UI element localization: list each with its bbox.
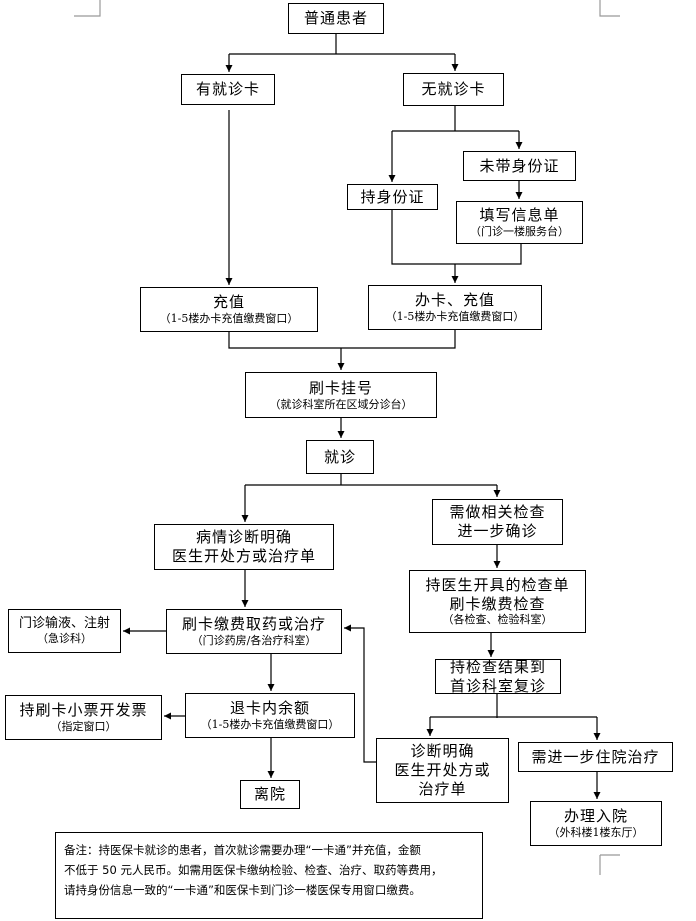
node-line: 持检查结果到 bbox=[449, 657, 546, 676]
note-line: 备注：持医保卡就诊的患者，首次就诊需要办理“一卡通”并充值，金额 bbox=[64, 843, 421, 857]
node-pay-medicine: 刷卡缴费取药或治疗（门诊药房/各治疗科室） bbox=[166, 609, 342, 654]
node-register: 刷卡挂号（就诊科室所在区域分诊台） bbox=[245, 372, 437, 418]
node-title: 门诊输液、注射 bbox=[18, 616, 110, 631]
node-title: 办卡、充值 bbox=[414, 291, 495, 310]
node-title: 离院 bbox=[253, 785, 286, 804]
node-title: 刷卡缴费取药或治疗 bbox=[181, 615, 326, 634]
node-without-id: 未带身份证 bbox=[463, 151, 576, 181]
node-sub: （外科楼1楼东厅） bbox=[548, 826, 644, 839]
node-start: 普通患者 bbox=[288, 3, 384, 34]
node-line: 刷卡缴费检查 bbox=[449, 594, 546, 613]
note-box: 备注：持医保卡就诊的患者，首次就诊需要办理“一卡通”并充值，金额 不低于 50 … bbox=[55, 832, 483, 919]
node-title: 办理入院 bbox=[563, 807, 628, 826]
node-line: 医生开处方或治疗单 bbox=[171, 547, 316, 565]
note-line: 不低于 50 元人民币。如需用医保卡缴纳检验、检查、治疗、取药等费用， bbox=[64, 863, 443, 877]
node-line: 持医生开具的检查单 bbox=[425, 575, 570, 594]
node-title: 填写信息单 bbox=[479, 206, 560, 225]
node-line: 医生开处方或 bbox=[394, 761, 491, 780]
node-sub: （1-5楼办卡充值缴费窗口） bbox=[159, 312, 299, 325]
node-sub: （各检查、检验科室） bbox=[442, 613, 553, 627]
node-sub: （门诊药房/各治疗科室） bbox=[191, 634, 317, 647]
node-consult: 就诊 bbox=[306, 440, 374, 474]
node-title: 无就诊卡 bbox=[421, 80, 486, 99]
node-title: 充值 bbox=[212, 293, 245, 312]
node-title: 持刷卡小票开发票 bbox=[19, 701, 148, 720]
node-with-id: 持身份证 bbox=[347, 184, 438, 210]
node-diagnosis-clear: 病情诊断明确医生开处方或治疗单 bbox=[154, 524, 334, 570]
node-line: 病情诊断明确 bbox=[195, 528, 292, 547]
node-sub: （1-5楼办卡充值缴费窗口） bbox=[200, 718, 340, 731]
node-line: 诊断明确 bbox=[410, 742, 475, 761]
node-no-card: 无就诊卡 bbox=[403, 73, 504, 106]
node-infusion: 门诊输液、注射（急诊科） bbox=[8, 609, 121, 653]
node-title: 未带身份证 bbox=[479, 156, 560, 175]
node-need-exam: 需做相关检查进一步确诊 bbox=[432, 499, 563, 545]
node-title: 持身份证 bbox=[360, 187, 425, 206]
node-sub: （门诊一楼服务台） bbox=[470, 225, 569, 238]
node-exam-pay: 持医生开具的检查单刷卡缴费检查（各检查、检验科室） bbox=[409, 570, 586, 633]
node-title: 退卡内余额 bbox=[229, 699, 310, 718]
node-title: 需进一步住院治疗 bbox=[531, 747, 660, 766]
note-line: 请持身份信息一致的“一卡通”和医保卡到门诊一楼医保专用窗口缴费。 bbox=[64, 883, 421, 897]
node-recharge: 充值（1-5楼办卡充值缴费窗口） bbox=[140, 287, 318, 332]
node-revisit: 持检查结果到首诊科室复诊 bbox=[435, 657, 561, 695]
node-sub: （1-5楼办卡充值缴费窗口） bbox=[385, 310, 525, 323]
node-title: 有就诊卡 bbox=[195, 80, 260, 99]
node-issue-recharge: 办卡、充值（1-5楼办卡充值缴费窗口） bbox=[368, 285, 542, 330]
node-title: 刷卡挂号 bbox=[308, 378, 373, 397]
node-fill-form: 填写信息单（门诊一楼服务台） bbox=[456, 201, 583, 244]
node-sub: （就诊科室所在区域分诊台） bbox=[269, 397, 413, 411]
node-line: 治疗单 bbox=[418, 779, 467, 798]
node-title: 就诊 bbox=[323, 447, 356, 466]
node-admission: 办理入院（外科楼1楼东厅） bbox=[530, 801, 662, 846]
node-invoice: 持刷卡小票开发票（指定窗口） bbox=[5, 695, 162, 740]
node-leave: 离院 bbox=[240, 780, 300, 809]
node-sub: （指定窗口） bbox=[50, 720, 117, 733]
node-hospitalize-need: 需进一步住院治疗 bbox=[518, 742, 673, 772]
node-line: 需做相关检查 bbox=[449, 503, 546, 522]
node-line: 进一步确诊 bbox=[457, 522, 538, 540]
node-title: 普通患者 bbox=[303, 9, 368, 28]
node-has-card: 有就诊卡 bbox=[181, 74, 275, 105]
node-line: 首诊科室复诊 bbox=[449, 676, 546, 695]
node-diagnosis-clear-2: 诊断明确医生开处方或治疗单 bbox=[376, 738, 509, 803]
node-sub: （急诊科） bbox=[37, 632, 92, 646]
node-refund: 退卡内余额（1-5楼办卡充值缴费窗口） bbox=[185, 693, 355, 738]
